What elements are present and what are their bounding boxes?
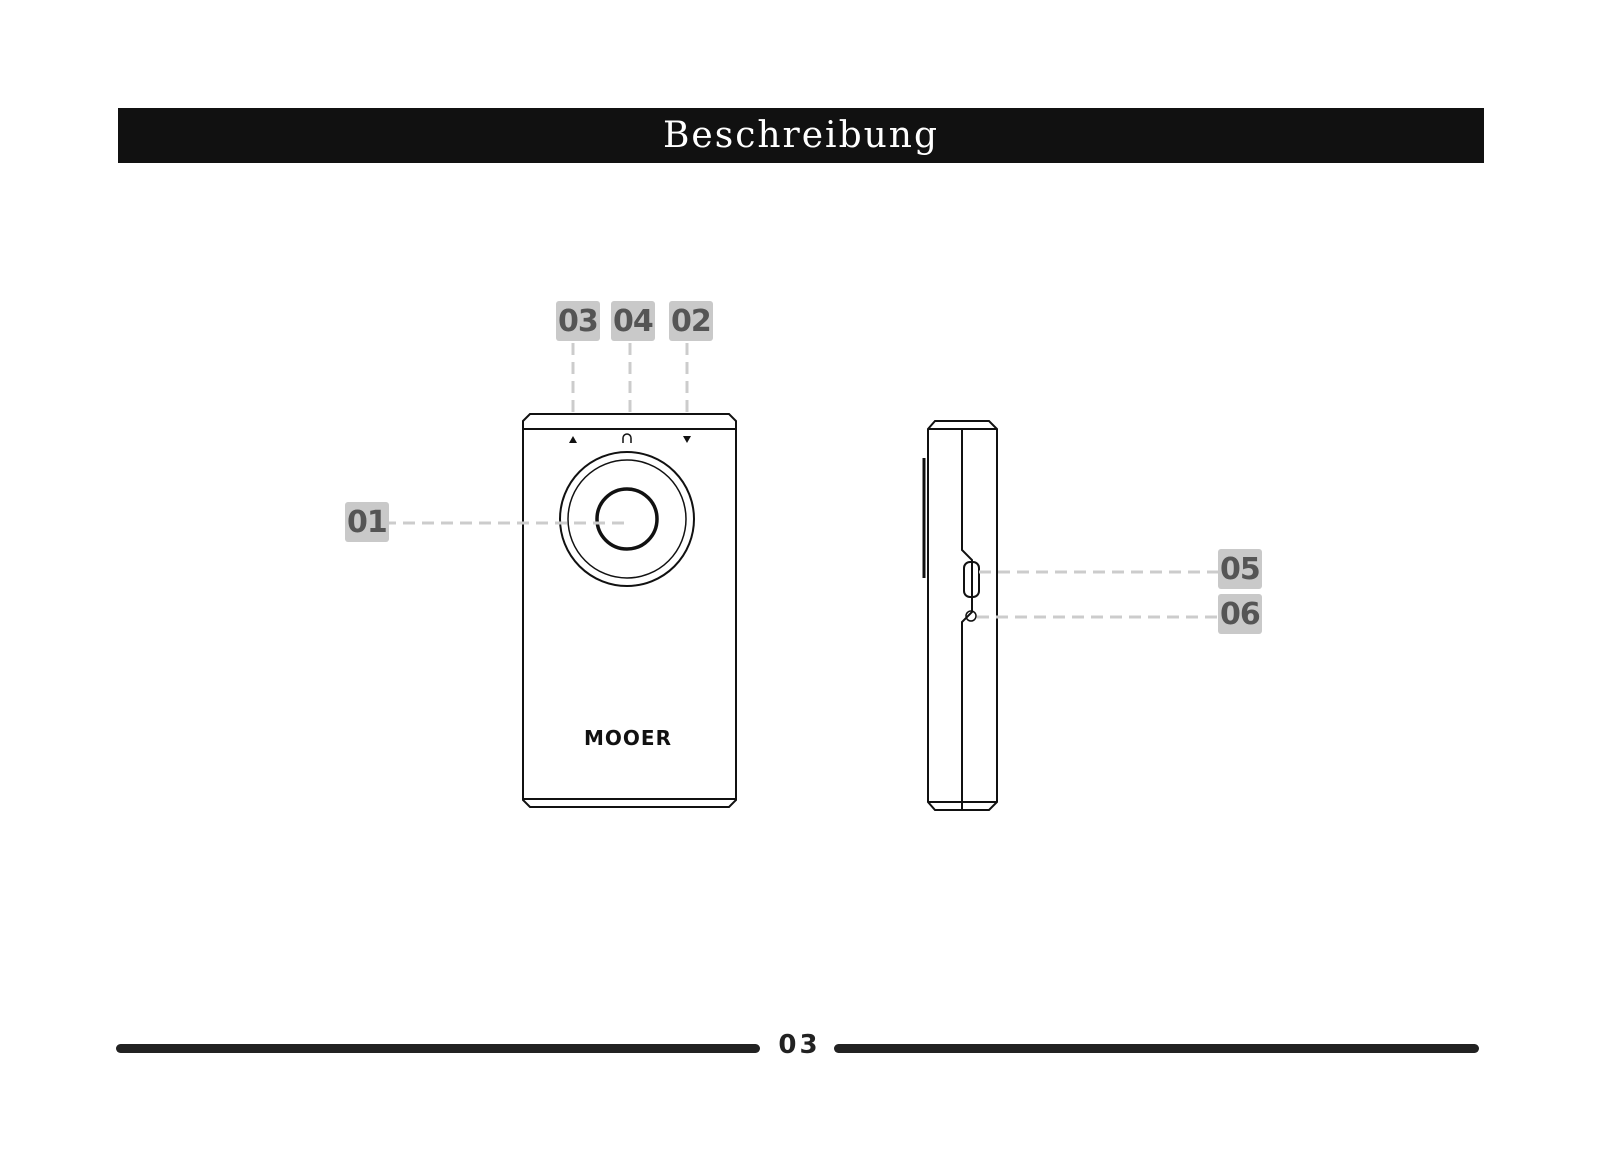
callout-02: 02 xyxy=(669,301,713,341)
outer-ring xyxy=(560,452,694,586)
callout-04: 04 xyxy=(611,301,655,341)
brand-logo: MOOER xyxy=(584,726,672,750)
footer-line-right xyxy=(834,1044,1479,1053)
leader-lines xyxy=(384,343,1218,617)
triangle-down-icon xyxy=(683,436,691,443)
headphone-icon xyxy=(623,434,631,443)
callout-03: 03 xyxy=(556,301,600,341)
main-knob xyxy=(597,489,657,549)
callout-05: 05 xyxy=(1218,549,1262,589)
triangle-up-icon xyxy=(569,436,577,443)
inner-ring xyxy=(568,460,686,578)
callout-01: 01 xyxy=(345,502,389,542)
page-number: 03 xyxy=(762,1030,837,1060)
callout-06: 06 xyxy=(1218,594,1262,634)
footer-line-left xyxy=(116,1044,760,1053)
